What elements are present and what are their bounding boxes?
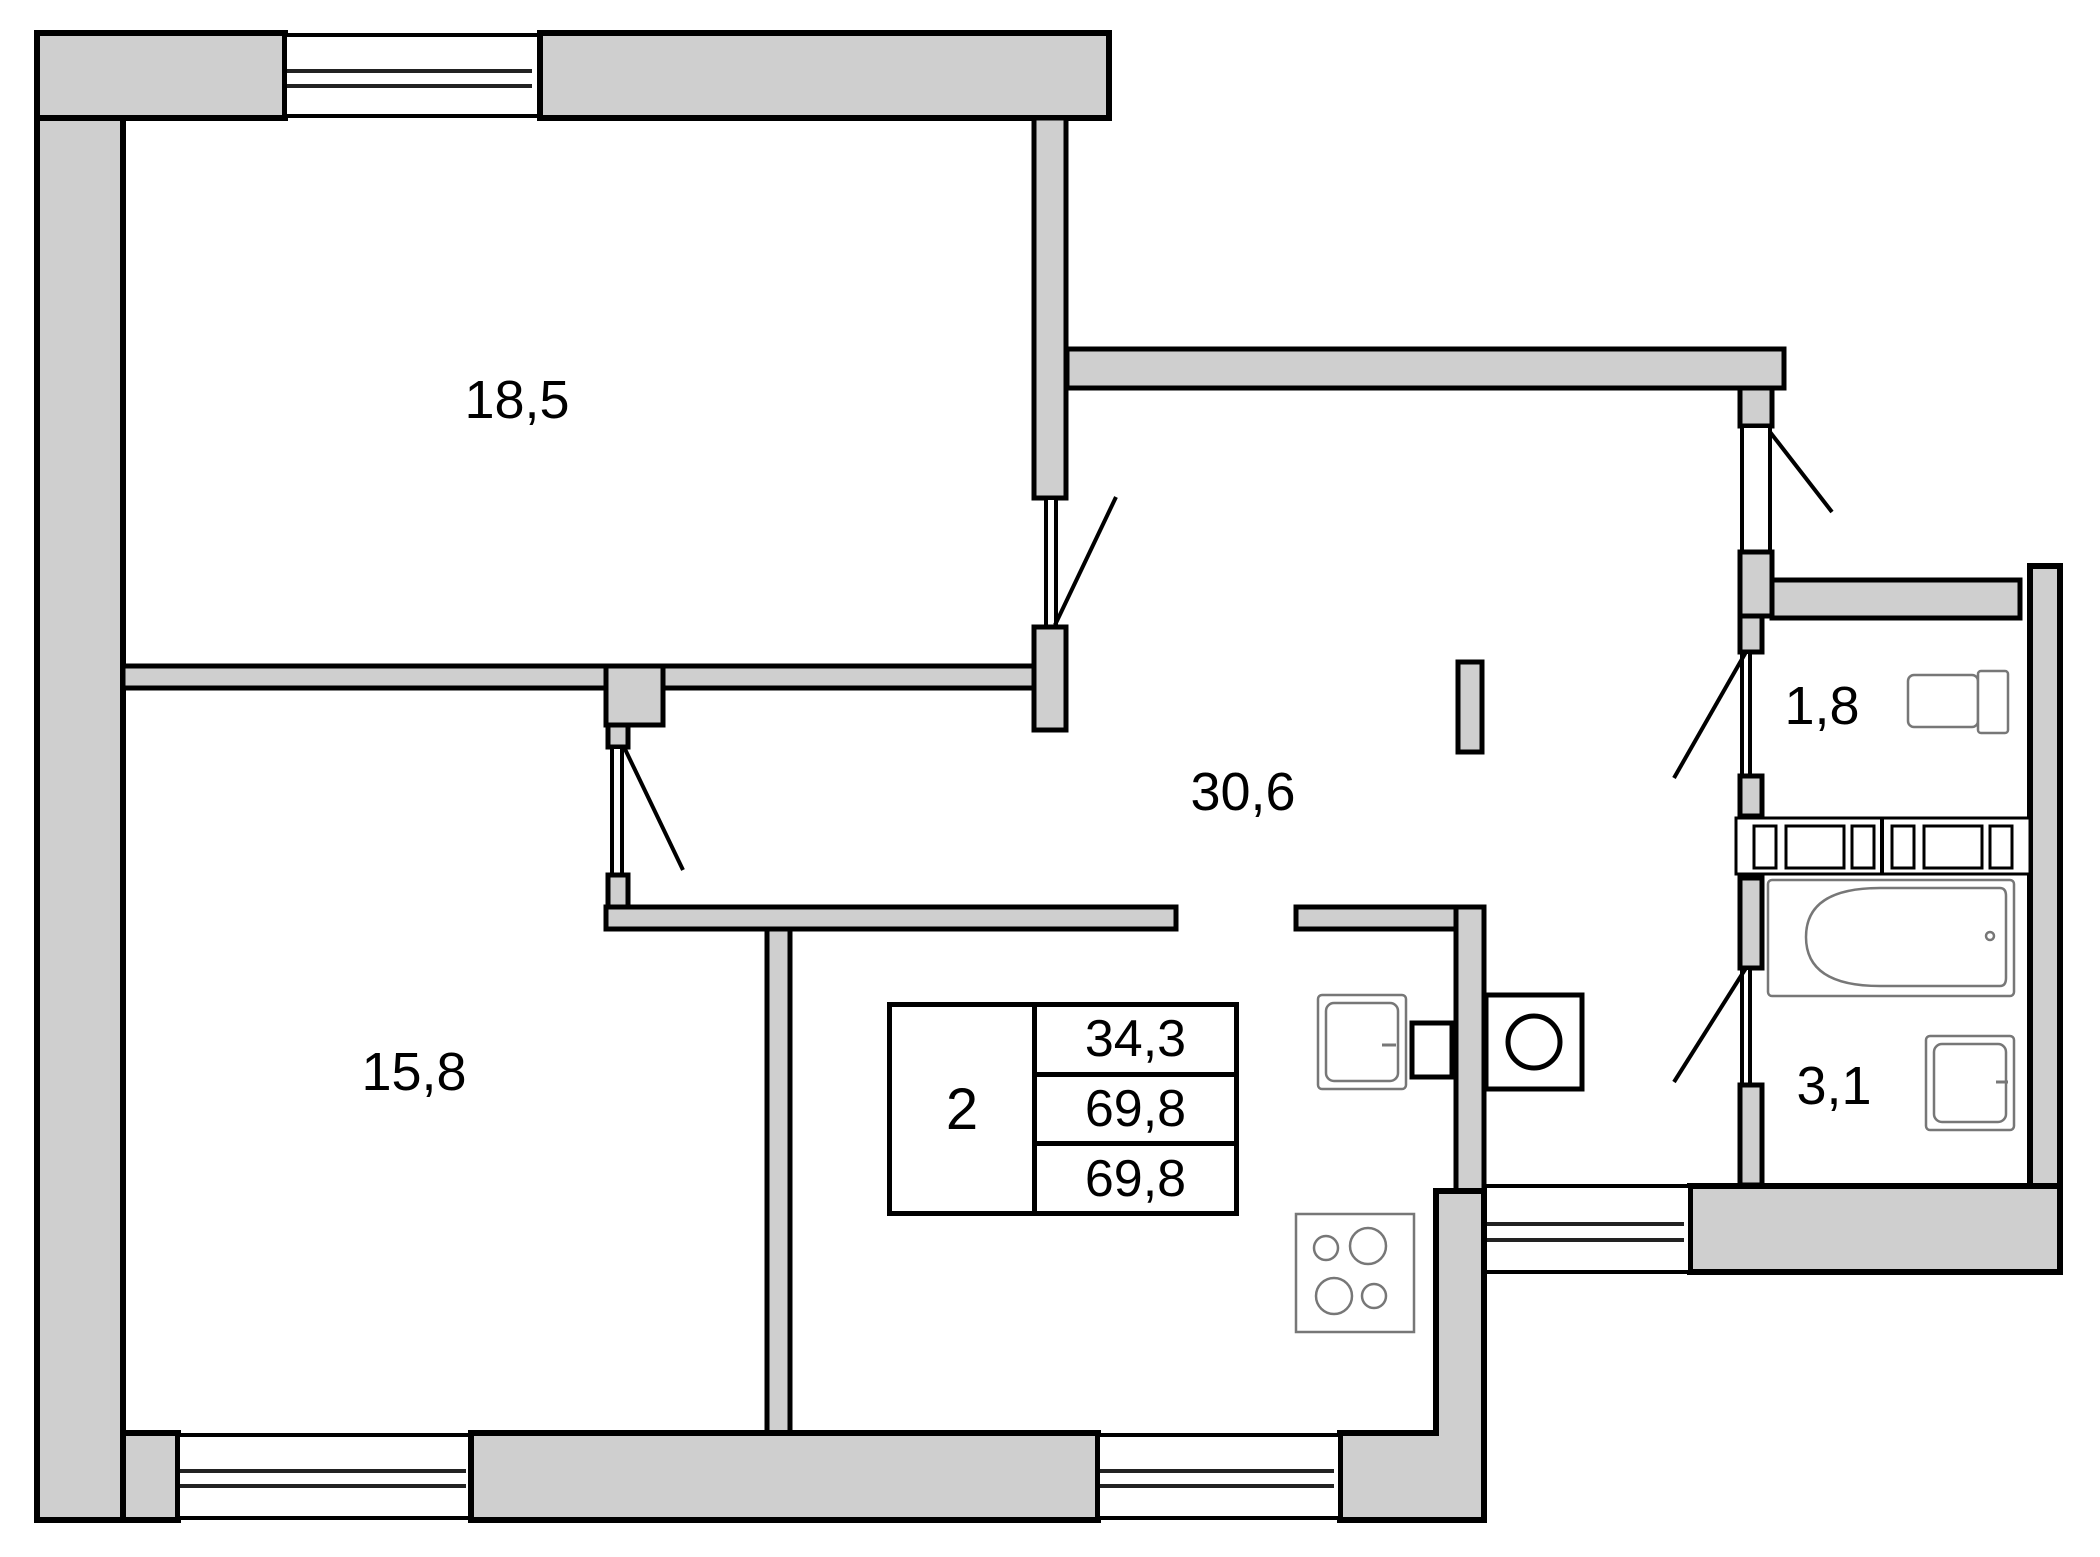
total-area: 69,8 — [1037, 1077, 1234, 1147]
window-bedroom2 — [176, 1433, 473, 1520]
door-swing-toilet — [1672, 651, 1748, 779]
right-outer-wall — [2027, 563, 2063, 1189]
hall-pillar — [1455, 659, 1485, 755]
toilet-icon — [1906, 669, 2010, 735]
door-leaf-toilet — [1740, 650, 1752, 778]
room-area-bedroom-2: 15,8 — [361, 1042, 467, 1102]
kitchen-right-wall — [1453, 904, 1487, 1194]
apartment-summary-table: 2 34,3 69,8 69,8 — [887, 1002, 1239, 1216]
door-swing-bedroom1 — [1053, 496, 1118, 626]
total-area-with-balcony: 69,8 — [1084, 1149, 1187, 1208]
living-area: 34,3 — [1037, 1007, 1234, 1077]
window-kitchen — [1096, 1433, 1342, 1520]
column-block — [603, 663, 666, 728]
partition-bedroom1-right — [1031, 115, 1069, 501]
bathtub-icon — [1766, 878, 2016, 998]
stove-icon — [1294, 1212, 1416, 1334]
sink-bathroom-icon — [1924, 1034, 2016, 1132]
room-area-bathroom: 3,1 — [1796, 1056, 1872, 1116]
boiler-icon — [1483, 992, 1585, 1092]
room-area-toilet: 1,8 — [1784, 676, 1860, 736]
door-swing-bathroom — [1672, 966, 1748, 1084]
entrance-door — [1740, 424, 1772, 554]
left-outer-wall — [34, 115, 126, 1523]
room-count: 2 — [892, 1007, 1037, 1211]
area-values: 34,3 69,8 69,8 — [1037, 1007, 1234, 1211]
partition-bedrooms — [120, 663, 1037, 691]
top-outer-wall — [34, 30, 1112, 121]
installation-shaft — [1734, 816, 2032, 876]
door-swing-entrance — [1768, 430, 1834, 514]
door-leaf-bedroom2 — [610, 745, 624, 877]
bottom-outer-wall — [120, 1430, 1342, 1523]
window-top — [283, 33, 542, 118]
room-area-living-kitchen: 30,6 — [1190, 762, 1296, 822]
partition-hall-left — [603, 904, 1179, 932]
bathroom-top-wall — [1769, 577, 2023, 621]
door-leaf-bathroom — [1740, 966, 1752, 1087]
partition-hall-right — [1293, 904, 1459, 932]
partition-bedroom2-kitchen — [764, 926, 793, 1436]
door-leaf-bedroom1 — [1044, 496, 1058, 629]
door-swing-bedroom2 — [622, 746, 685, 871]
bathroom-bottom-wall — [1687, 1183, 2063, 1275]
window-kitchen-right — [1481, 1184, 1692, 1274]
sink-kitchen-icon — [1316, 993, 1455, 1091]
hallway-top-wall — [1064, 346, 1787, 391]
room-area-bedroom-1: 18,5 — [464, 370, 570, 430]
